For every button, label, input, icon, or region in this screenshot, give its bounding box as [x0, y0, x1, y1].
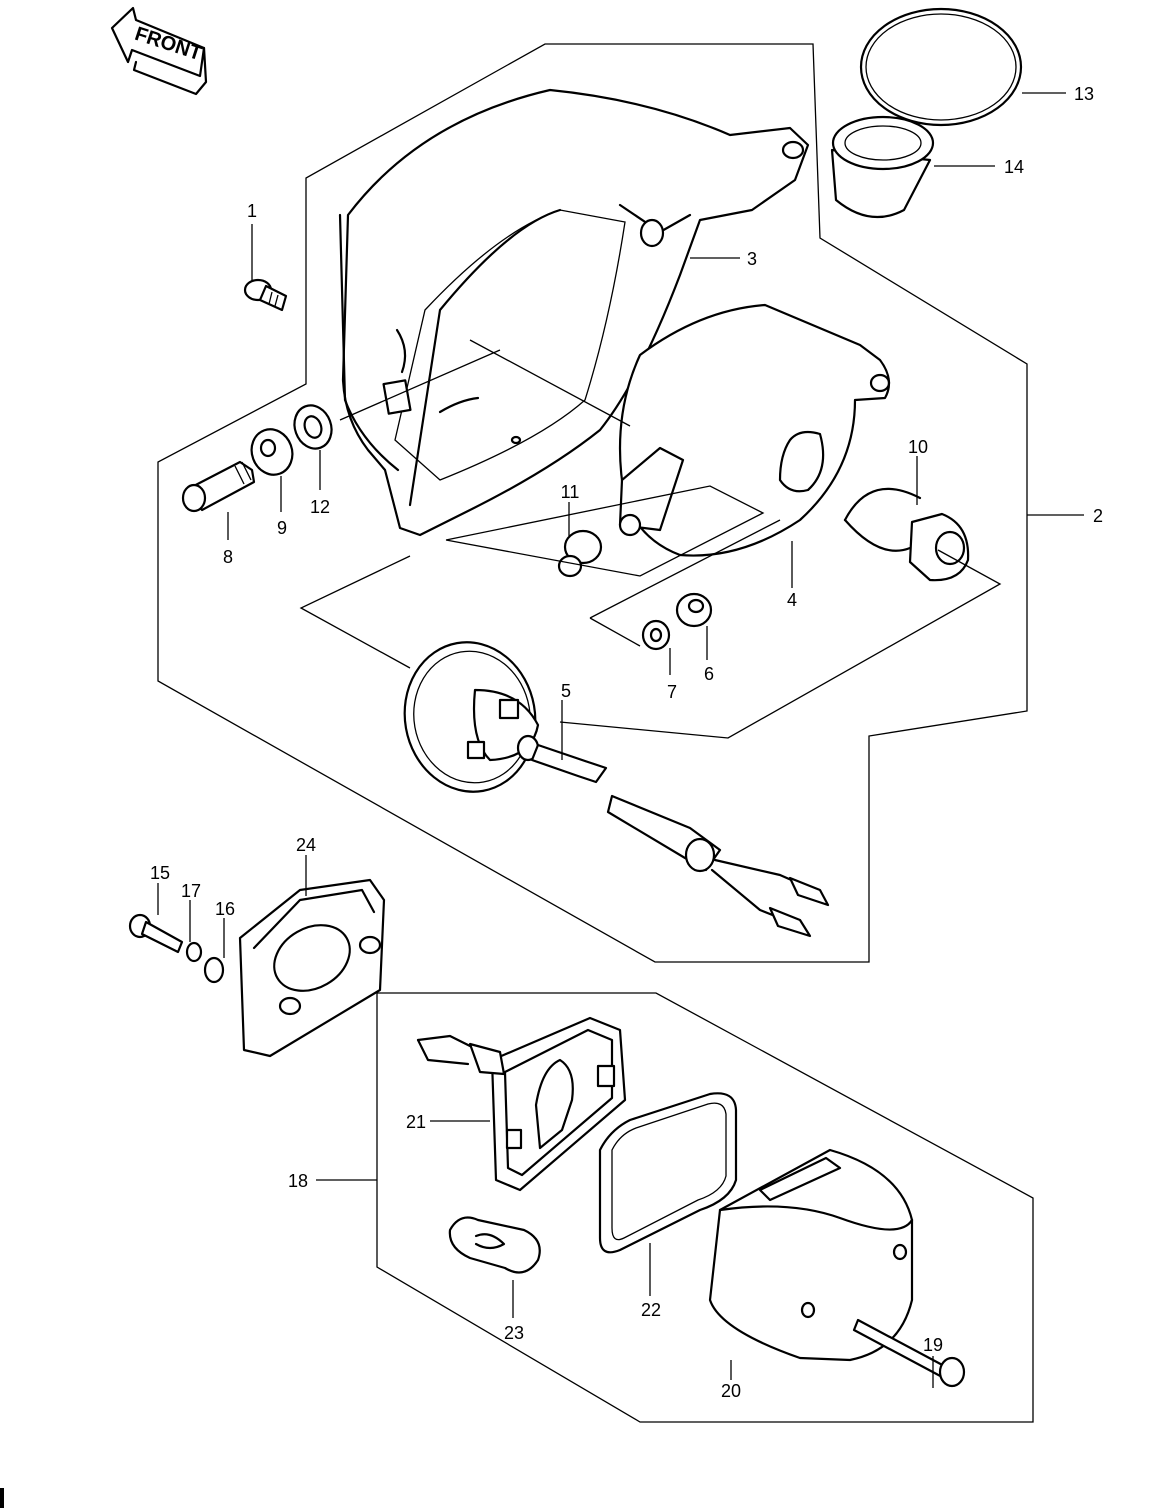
pivot-bolt: [181, 460, 256, 513]
washer-12: [293, 404, 333, 450]
washer-16: [203, 956, 225, 984]
label-22: 22: [641, 1300, 661, 1320]
grommet-6: [675, 592, 713, 628]
tail-lens: [708, 1148, 914, 1362]
label-12: 12: [310, 497, 330, 517]
assembly-outline-g: [469, 339, 631, 427]
label-8: 8: [223, 547, 233, 567]
gasket-plate: [238, 878, 386, 1058]
label-4: 4: [787, 590, 797, 610]
lamp-socket-base: [416, 1016, 627, 1192]
leader-lines: [157, 92, 1084, 1388]
label-21: 21: [406, 1112, 426, 1132]
assembly-outline-b: [299, 555, 411, 669]
label-1: 1: [247, 201, 257, 221]
group-2-boundary: [157, 43, 1028, 963]
label-24: 24: [296, 835, 316, 855]
long-screw: [852, 1318, 966, 1388]
assembly-outline-c: [589, 617, 641, 647]
lens-gasket: [598, 1092, 738, 1254]
label-17: 17: [181, 881, 201, 901]
label-11: 11: [561, 482, 580, 502]
group-18-boundary: [376, 992, 1034, 1423]
label-10: 10: [908, 437, 928, 457]
label-20: 20: [721, 1381, 741, 1401]
bolt-1: [243, 278, 288, 312]
label-19: 19: [923, 1335, 943, 1355]
tail-bulb: [448, 1216, 541, 1274]
part-labels: 1 2 3 4 5 6 7 8 9 10 11 12 13 14 15 16 1…: [150, 84, 1103, 1401]
rim-ring: [859, 7, 1023, 127]
label-14: 14: [1004, 157, 1024, 177]
label-2: 2: [1093, 506, 1103, 526]
assembly-outline-a: [445, 485, 765, 577]
edge-mark: [0, 1488, 4, 1508]
mounting-plate: [618, 303, 891, 557]
washer-7: [641, 619, 671, 651]
lock-washer-17: [185, 941, 203, 963]
label-6: 6: [704, 664, 714, 684]
sealed-beam: [403, 641, 830, 938]
label-9: 9: [277, 518, 287, 538]
label-13: 13: [1074, 84, 1094, 104]
label-7: 7: [667, 682, 677, 702]
cap: [830, 115, 935, 219]
label-16: 16: [215, 899, 235, 919]
label-5: 5: [561, 681, 571, 701]
label-15: 15: [150, 863, 170, 883]
front-arrow: FRONT: [110, 6, 208, 96]
headlight-bulb: [843, 487, 970, 582]
grommet-9: [250, 428, 294, 476]
screw-15: [128, 913, 184, 954]
headlight-housing: [338, 88, 810, 537]
label-18: 18: [288, 1171, 308, 1191]
label-3: 3: [747, 249, 757, 269]
label-23: 23: [504, 1323, 524, 1343]
assembly-outline-f: [339, 349, 501, 421]
sleeve-11: [557, 529, 603, 578]
assembly-outline-d: [589, 519, 781, 619]
assembly-outline-e: [559, 549, 1002, 739]
